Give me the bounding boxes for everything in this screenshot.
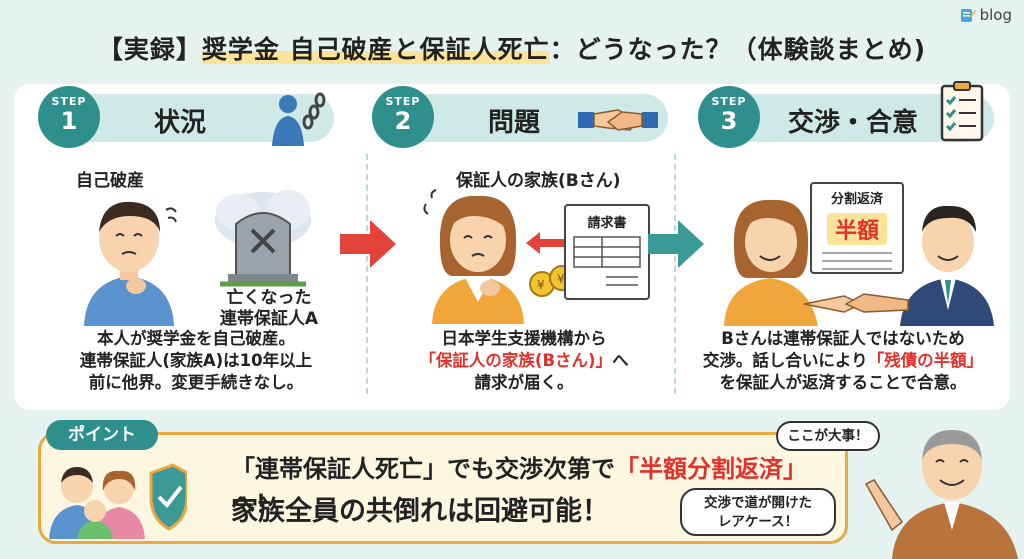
speech-bubble-important: ここが大事！ (776, 421, 880, 451)
step3-number: 3 (720, 107, 738, 135)
step3-description: Bさんは連帯保証人ではないため 交渉。話し合いにより「残債の半額」 を保証人が返… (702, 329, 984, 392)
step3-highlight: 「残債の半額」 (867, 351, 984, 370)
steps-card: STEP 1 状況 STEP 2 問題 STEP 3 交 (14, 81, 1010, 410)
board-label-half: 半額 (827, 213, 887, 245)
step2-title: 問題 (488, 108, 541, 138)
step2-header: STEP 2 問題 (372, 86, 668, 148)
step1-badge: STEP 1 (38, 86, 100, 148)
invoice-label: 請求書 (587, 216, 627, 231)
step1-label: STEP (51, 95, 87, 108)
divider-1 (366, 154, 368, 394)
step1-title: 状況 (154, 108, 207, 138)
checklist-icon (940, 81, 984, 142)
step3-header: STEP 3 交渉・合意 (698, 81, 994, 148)
step3-title: 交渉・合意 (788, 108, 919, 138)
step1-number: 1 (60, 107, 78, 135)
point-line-2: 家族全員の共倒れは回避可能！ (231, 496, 609, 527)
step2-label: STEP (385, 95, 421, 108)
arrow-left-red (526, 232, 566, 254)
step1-label-bankruptcy: 自己破産 (76, 171, 144, 191)
board-lines-icon (822, 252, 892, 270)
memo-icon (960, 9, 976, 22)
page-title: 【実録】奨学金 自己破産と保証人死亡：どうなった？（体験談まとめ) (0, 30, 1024, 66)
chain-icon (272, 92, 326, 146)
gravestone-icon (215, 190, 311, 287)
advisor-man-icon (864, 430, 1018, 559)
title-suffix: ：どうなった？（体験談まとめ) (549, 35, 927, 64)
family-shield-icon (49, 463, 187, 539)
point-highlight: 「半額分割返済」 (615, 455, 807, 483)
step2-description: 日本学生支援機構から 「保証人の家族(Bさん)」へ 請求が届く。 (419, 329, 629, 392)
title-highlight: 奨学金 自己破産と保証人死亡 (201, 35, 550, 64)
step1-description: 本人が奨学金を自己破産。 連帯保証人(家族A)は10年以上 前に他界。変更手続き… (79, 329, 313, 392)
step2-label-family: 保証人の家族(Bさん) (456, 171, 621, 191)
step1-label-deceased: 亡くなった 連帯保証人A (219, 288, 319, 329)
step3-badge: STEP 3 (698, 86, 760, 148)
arrow-right-red (340, 220, 396, 268)
repayment-board: 分割返済 半額 (810, 182, 904, 274)
negotiation-handshake-icon (724, 199, 994, 326)
divider-2 (674, 154, 676, 394)
title-prefix: 【実録】 (97, 35, 202, 64)
step2-badge: STEP 2 (372, 86, 434, 148)
handshake-icon (578, 109, 658, 131)
board-label-installment: 分割返済 (830, 192, 883, 207)
point-line-1: 「連帯保証人死亡」でも交渉次第で「半額分割返済」へ！ (231, 455, 807, 518)
arrow-right-teal (648, 220, 704, 268)
step3-label: STEP (711, 95, 747, 108)
invoice-table-icon (573, 236, 641, 286)
invoice-icon: 請求書 (564, 204, 650, 300)
svg-text:¥: ¥ (557, 272, 565, 286)
step2-number: 2 (394, 107, 412, 135)
worried-man-icon (84, 201, 177, 326)
point-tab: ポイント (46, 420, 158, 450)
worried-woman-icon (423, 189, 524, 324)
brand-label: blog (979, 6, 1012, 24)
step2-highlight: 「保証人の家族(Bさん)」 (419, 351, 613, 370)
step1-header: STEP 1 状況 (38, 86, 334, 148)
speech-bubble-rare-case: 交渉で道が開けた レアケース！ (680, 488, 836, 536)
svg-text:¥: ¥ (537, 278, 545, 292)
brand-badge: blog (960, 6, 1012, 24)
